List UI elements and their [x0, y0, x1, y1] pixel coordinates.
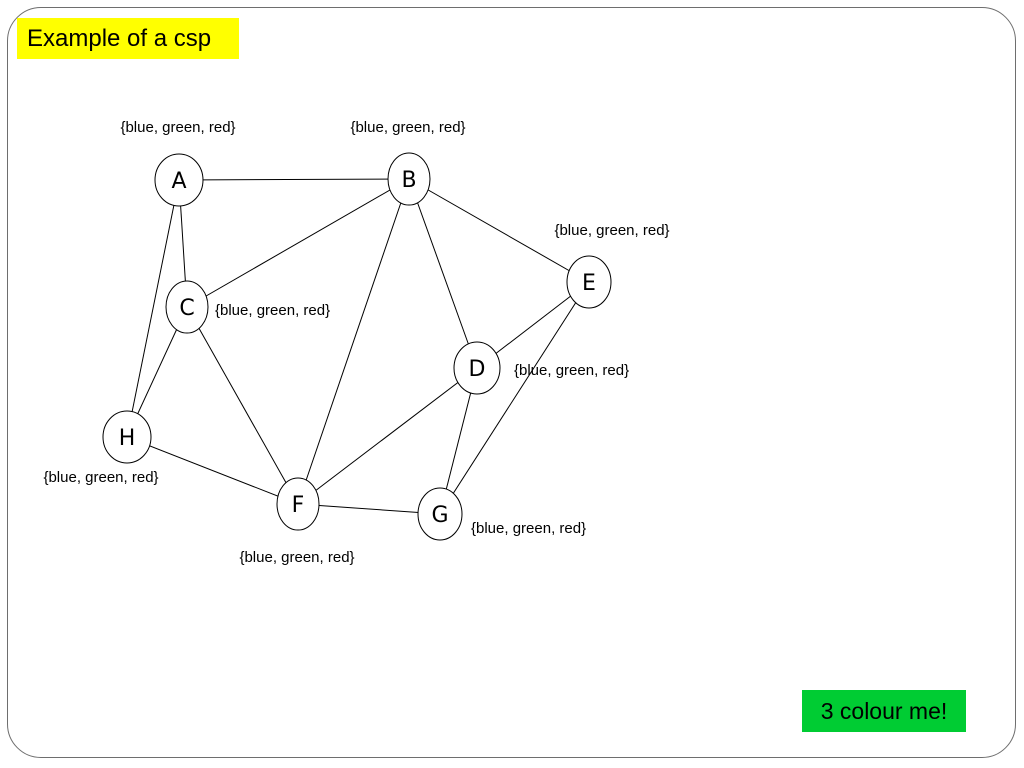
nodes-layer: A B C D E F G H [102, 152, 612, 541]
domain-label-h: {blue, green, red} [43, 469, 158, 486]
domain-label-f: {blue, green, red} [239, 549, 354, 566]
domain-label-d: {blue, green, red} [514, 362, 629, 379]
domain-label-c: {blue, green, red} [215, 302, 330, 319]
node-g: G [417, 487, 463, 541]
node-label-g: G [431, 503, 448, 528]
node-b: B [387, 152, 431, 206]
domain-label-a: {blue, green, red} [120, 119, 235, 136]
callout-box: 3 colour me! [802, 690, 966, 732]
node-circle-b [387, 152, 431, 206]
edge-g-e [439, 281, 590, 515]
node-f: F [276, 477, 320, 531]
node-label-e: E [582, 271, 596, 296]
node-label-d: D [469, 357, 486, 382]
domain-label-e: {blue, green, red} [554, 222, 669, 239]
domains-layer: {blue, green, red} {blue, green, red} {blu… [43, 119, 669, 566]
node-label-c: C [179, 296, 194, 321]
node-label-h: H [119, 426, 136, 451]
node-a: A [154, 153, 204, 207]
edge-h-f [126, 436, 299, 505]
edge-a-h [126, 179, 180, 438]
node-circle-g [417, 487, 463, 541]
node-h: H [102, 410, 152, 464]
edge-b-f [297, 178, 410, 505]
slide-frame [7, 7, 1016, 758]
domain-label-b: {blue, green, red} [350, 119, 465, 136]
node-circle-e [566, 255, 612, 309]
node-circle-c [165, 280, 209, 334]
node-label-f: F [292, 493, 305, 518]
edges-layer [126, 178, 590, 515]
node-circle-d [453, 341, 501, 395]
edge-f-d [297, 367, 478, 505]
edge-c-f [186, 306, 299, 505]
slide-title: Example of a csp [17, 18, 239, 59]
edge-f-g [297, 503, 441, 515]
node-circle-f [276, 477, 320, 531]
domain-label-g: {blue, green, red} [471, 520, 586, 537]
node-circle-a [154, 153, 204, 207]
node-d: D [453, 341, 501, 395]
edge-b-e [408, 178, 590, 283]
node-label-a: A [171, 169, 186, 194]
node-circle-h [102, 410, 152, 464]
node-e: E [566, 255, 612, 309]
edge-b-c [186, 178, 410, 308]
edge-b-d [408, 178, 478, 369]
node-c: C [165, 280, 209, 334]
node-label-b: B [401, 168, 416, 193]
edge-a-b [178, 178, 410, 181]
